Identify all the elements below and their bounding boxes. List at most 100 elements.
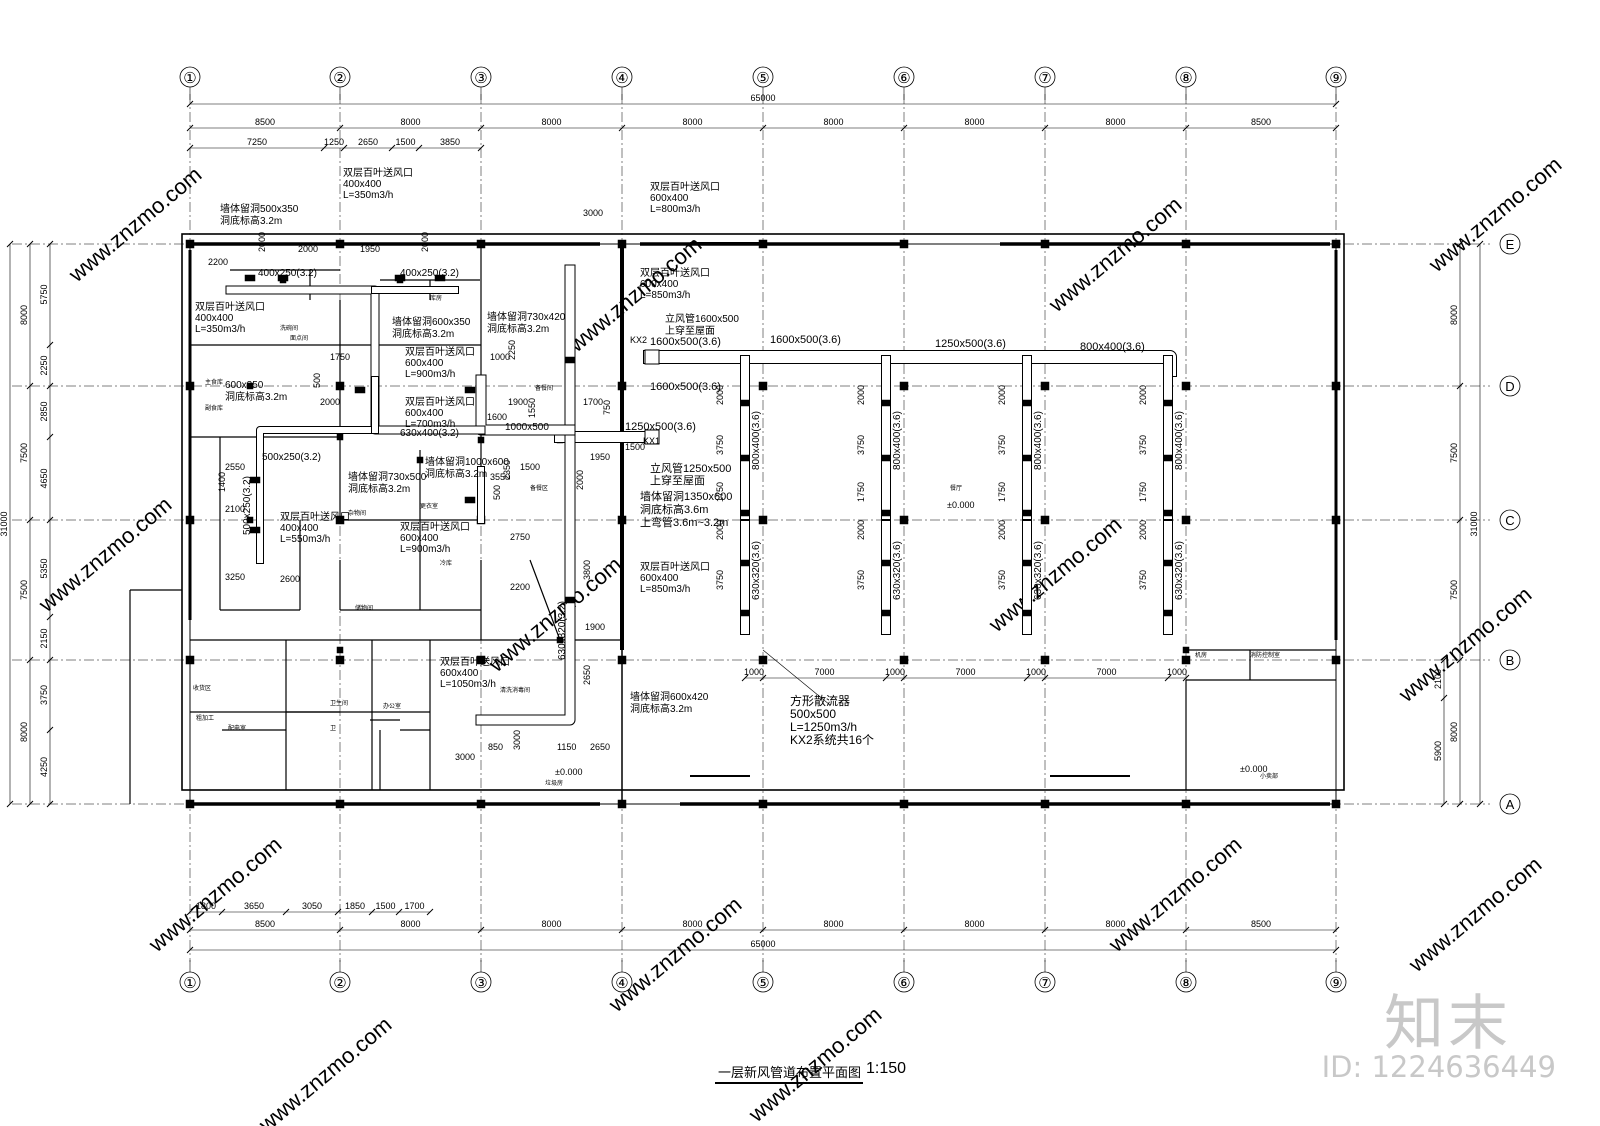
structural-column [1331, 515, 1341, 525]
dim-inner-bottom-tick [900, 674, 908, 682]
room-name: 杂物间 [348, 509, 366, 517]
room-name: 储物间 [355, 604, 373, 612]
misc-dim: 1900 [585, 622, 605, 632]
grille-note-850a-line: 双层百叶送风口 [640, 266, 710, 279]
misc-dim: 2100 [225, 504, 245, 514]
kitchen-duct-630x320-fill [476, 265, 575, 725]
misc-dim: 2250 [507, 340, 517, 360]
louver-grille [249, 526, 261, 534]
branch-dim-label: 3750 [856, 435, 866, 455]
dim-sub-bottom-label: 3050 [302, 901, 322, 911]
misc-dim: 500 [492, 485, 502, 500]
floor-level: ±0.000 [555, 767, 582, 777]
watermark-text: www.znzmo.com [63, 162, 206, 288]
column-small [416, 456, 424, 464]
structural-column [1181, 799, 1191, 809]
watermark-text: www.znzmo.com [1103, 832, 1246, 958]
dim-spans-top-tick [477, 124, 485, 132]
column-small [477, 436, 485, 444]
dim-spans-top-tick [1041, 124, 1049, 132]
misc-dim: 1950 [590, 452, 610, 462]
dim-inner-bottom-label: 7000 [955, 667, 975, 677]
dim-spans-bottom-tick [900, 926, 908, 934]
dim-sub-left-tick [46, 800, 54, 808]
branch-dim-label: 2000 [997, 385, 1007, 405]
dim-spans-top-tick [1182, 124, 1190, 132]
misc-dim: 2600 [280, 574, 300, 584]
structural-column [476, 799, 486, 809]
watermark-id: ID: 1224636449 [1321, 1050, 1556, 1084]
riser-note-kx2-line: 立风管1600x500 [665, 312, 739, 325]
misc-dim: 2650 [582, 665, 592, 685]
riser-note-kx1-line: 上穿至屋面 [650, 473, 705, 487]
louver-grille [564, 596, 576, 604]
dim-spans-top-label: 8000 [1105, 117, 1125, 127]
dim-inner-bottom-label: 1000 [1167, 667, 1187, 677]
misc-dim: 2200 [208, 257, 228, 267]
dim-sub-top-tick [320, 144, 328, 152]
structural-column [1331, 655, 1341, 665]
structural-column [1181, 655, 1191, 665]
dim-total-right-label: 31000 [1469, 511, 1479, 536]
watermark-brand: 知末 [1384, 989, 1512, 1059]
hole-note-600x350b-line: 600x350 [225, 380, 264, 391]
duct-size-label: 630x400(3.2) [400, 428, 459, 439]
room-name: 消防控制室 [1250, 651, 1280, 659]
dim-sub-left-label: 4650 [39, 468, 49, 488]
louver-grille [277, 274, 289, 282]
leader-line [762, 649, 831, 706]
dim-spans-bottom-label: 8500 [255, 919, 275, 929]
hole-note-600x350a-line: 墙体留洞600x350 [392, 315, 471, 328]
structural-column [1040, 799, 1050, 809]
structural-column [899, 655, 909, 665]
hole-note-730x500-line: 墙体留洞730x500 [348, 470, 427, 483]
square-diffuser [740, 454, 750, 462]
dim-inner-bottom-label: 7000 [1096, 667, 1116, 677]
axis-bubble-label: ⑨ [1329, 70, 1342, 87]
dim-spans-right-tick [1456, 382, 1464, 390]
hole-note-730x500-line: 洞底标高3.2m [348, 482, 410, 495]
dim-sub-left-label: 2250 [39, 355, 49, 375]
dim-total-top-tick [1332, 100, 1340, 108]
dim-sub-top-tick [186, 144, 194, 152]
square-diffuser [740, 609, 750, 617]
square-diffuser [1022, 399, 1032, 407]
air-ducts [225, 264, 1177, 726]
dim-sub-left-tick [46, 726, 54, 734]
louver-grille [564, 356, 576, 364]
grille-note-700-line: 双层百叶送风口 [405, 395, 475, 408]
dim-spans-bottom-label: 8000 [541, 919, 561, 929]
dim-sub-right-tick [1440, 694, 1448, 702]
watermark-text: www.znzmo.com [1423, 152, 1566, 278]
structural-column [758, 381, 768, 391]
square-diffuser [1022, 454, 1032, 462]
dim-sub-left-tick [46, 341, 54, 349]
grille-note-1050-line: 双层百叶送风口 [440, 655, 510, 668]
branch-dim-label: 3750 [1138, 435, 1148, 455]
room-name: 卫生间 [330, 699, 348, 707]
axis-bubble-label: ⑥ [897, 70, 910, 87]
column-small [246, 516, 254, 524]
room-name: 卫 [330, 725, 336, 732]
dim-spans-left-tick [26, 516, 34, 524]
axis-bubble-label: ⑦ [1038, 70, 1051, 87]
room-name: 收货区 [193, 684, 211, 692]
misc-dim: 3000 [455, 752, 475, 762]
structural-column [1331, 381, 1341, 391]
dim-spans-top-label: 8000 [541, 117, 561, 127]
hole-note-500x350-line: 洞底标高3.2m [220, 214, 282, 227]
dim-spans-bottom-tick [1041, 926, 1049, 934]
dim-spans-left-tick [26, 800, 34, 808]
duct-size-label: 500x250(3.2) [242, 476, 253, 535]
dim-sub-left-label: 2850 [39, 401, 49, 421]
hole-note-1000x600-line: 墙体留洞1000x600 [425, 455, 509, 468]
hole-note-600x350a-line: 洞底标高3.2m [392, 327, 454, 340]
duct-size-label: 1600x500(3.6) [650, 381, 721, 393]
diffuser-note-line: 500x500 [790, 707, 836, 721]
dim-spans-right-label: 7500 [1449, 580, 1459, 600]
room-name: 冷库 [440, 559, 452, 567]
dim-inner-bottom-tick [1164, 674, 1172, 682]
dim-spans-right-tick [1456, 656, 1464, 664]
